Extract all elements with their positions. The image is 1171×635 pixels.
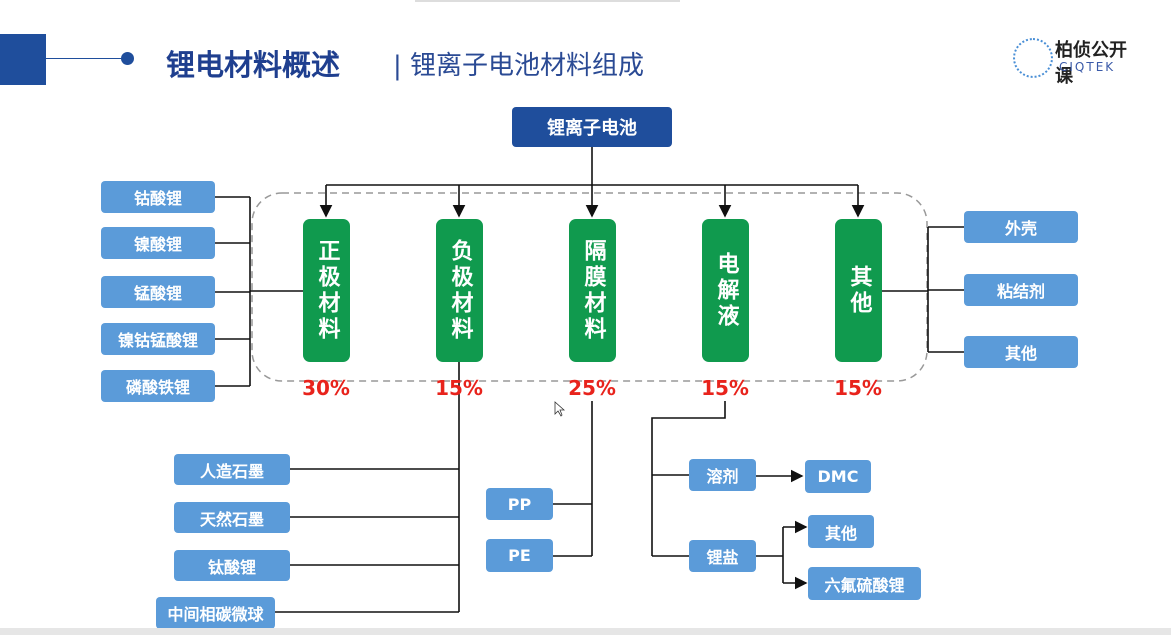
cathode-item: 镍酸锂 <box>101 227 215 259</box>
salt-item: 六氟硫酸锂 <box>808 567 921 600</box>
cathode-item: 锰酸锂 <box>101 276 215 308</box>
node-other: 其他 <box>835 219 882 362</box>
cathode-item: 钴酸锂 <box>101 181 215 213</box>
separator-item: PP <box>486 488 553 520</box>
electrolyte-salt: 锂盐 <box>689 540 756 572</box>
logo-mark-icon <box>1013 38 1053 78</box>
cathode-item: 镍钴锰酸锂 <box>101 323 215 355</box>
top-divider <box>415 0 680 2</box>
percent-cathode: 30% <box>302 376 350 400</box>
root-node: 锂离子电池 <box>512 107 672 147</box>
mouse-cursor-icon <box>554 401 566 417</box>
solvent-dmc: DMC <box>805 460 871 493</box>
node-electrolyte: 电解液 <box>702 219 749 362</box>
page-subtitle: | 锂离子电池材料组成 <box>393 51 645 81</box>
other-item: 粘结剂 <box>964 274 1078 306</box>
ciqtek-logo: 柏侦公开课 CIQTEK <box>1005 36 1130 87</box>
header-dot <box>121 52 134 65</box>
logo-en: CIQTEK <box>1059 60 1116 74</box>
node-separator: 隔膜材料 <box>569 219 616 362</box>
bottom-bar <box>0 628 1171 635</box>
percent-other: 15% <box>834 376 882 400</box>
header-line <box>46 58 126 59</box>
salt-item: 其他 <box>808 515 874 548</box>
anode-item: 中间相碳微球 <box>156 597 275 629</box>
percent-anode: 15% <box>435 376 483 400</box>
node-cathode: 正极材料 <box>303 219 350 362</box>
header-accent-block <box>0 34 46 85</box>
node-anode: 负极材料 <box>436 219 483 362</box>
other-item: 其他 <box>964 336 1078 368</box>
anode-item: 人造石墨 <box>174 454 290 485</box>
anode-item: 钛酸锂 <box>174 550 290 581</box>
logo-cn: 柏侦公开课 <box>1055 40 1127 87</box>
anode-item: 天然石墨 <box>174 502 290 533</box>
page-title: 锂电材料概述 <box>166 48 341 82</box>
cathode-item: 磷酸铁锂 <box>101 370 215 402</box>
percent-electrolyte: 15% <box>701 376 749 400</box>
electrolyte-solvent: 溶剂 <box>689 459 756 491</box>
percent-separator: 25% <box>568 376 616 400</box>
other-item: 外壳 <box>964 211 1078 243</box>
separator-item: PE <box>486 539 553 572</box>
